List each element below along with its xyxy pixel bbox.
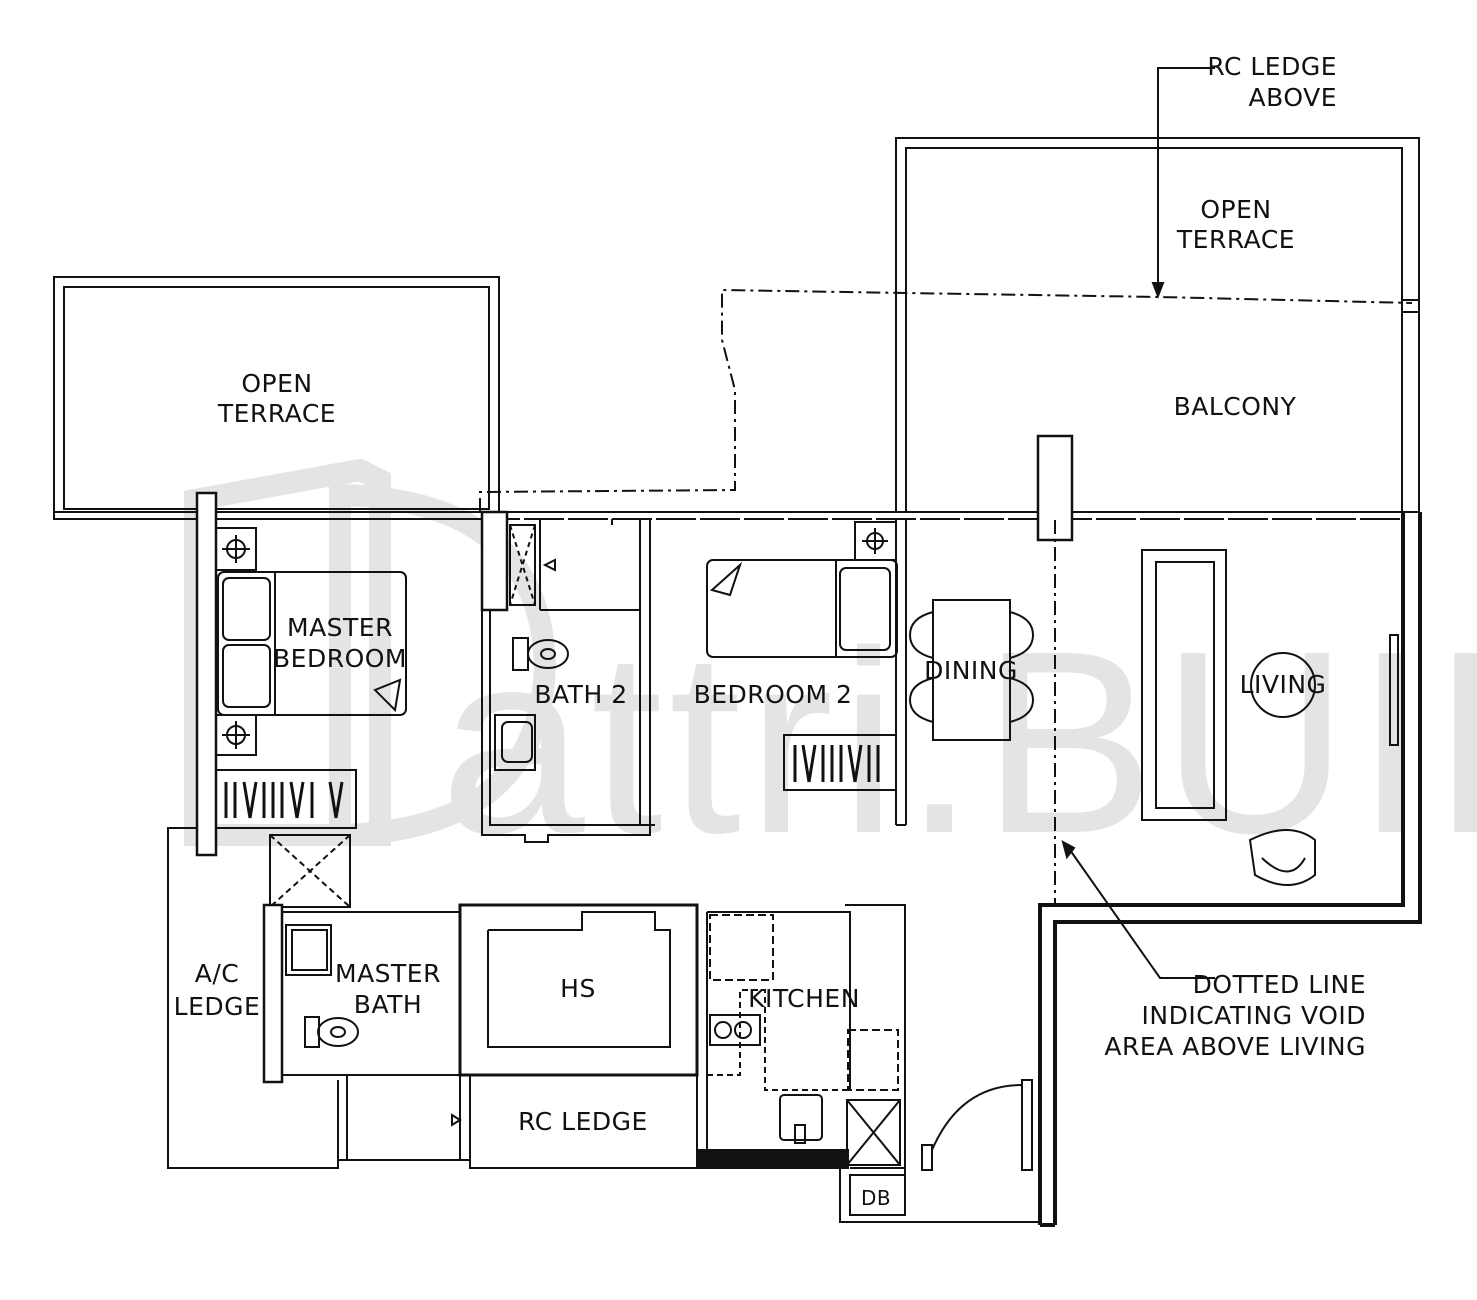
wardrobe-master [224,781,344,819]
void-line [1054,520,1215,979]
hs-label: HS [560,974,596,1003]
open-terrace-right-label-1: OPEN [1200,195,1271,224]
walls [54,434,1422,1227]
ac-ledge-label-2: LEDGE [174,992,261,1021]
open-terrace-left-label-2: TERRACE [217,399,336,428]
bath2-fixtures [494,524,569,771]
rc-ledge-leader [1151,67,1215,299]
kitchen-fixtures [709,1014,823,1144]
open-terrace-left-label-1: OPEN [241,369,312,398]
void-note-line-1: DOTTED LINE [1193,970,1366,999]
bed-2 [706,521,898,658]
master-bath-fixtures [285,924,462,1127]
open-terrace-right-label-2: TERRACE [1176,225,1295,254]
db-label: DB [861,1186,891,1210]
master-bedroom-label-2: BEDROOM [273,644,407,673]
ac-ledge-label-1: A/C [195,959,239,988]
bedroom-2-label: BEDROOM 2 [694,680,853,709]
void-note-line-3: AREA ABOVE LIVING [1104,1032,1366,1061]
living-label: LIVING [1240,670,1327,699]
balcony-label: BALCONY [1174,392,1297,421]
dining-label: DINING [924,656,1018,685]
bedside-tables-master [215,527,257,756]
sofa [1141,549,1316,886]
bath-2-label: BATH 2 [534,680,627,709]
watermark-text: attri.BUILD [440,598,1477,888]
rc-ledge-above-line [479,288,1413,512]
master-bath-label-1: MASTER [335,959,441,988]
wardrobe-bedroom-2 [783,734,897,791]
rc-ledge-above-label-1: RC LEDGE [1207,52,1337,81]
master-bedroom-label-1: MASTER [287,613,393,642]
rc-ledge-label: RC LEDGE [518,1107,648,1136]
rc-ledge-above-label-2: ABOVE [1249,83,1337,112]
dining-table [908,599,1035,741]
master-bath-label-2: BATH [354,990,422,1019]
kitchen-label: KITCHEN [748,984,860,1013]
room-labels: OPEN TERRACE OPEN TERRACE RC LEDGE ABOVE… [174,52,1366,1210]
void-note-line-2: INDICATING VOID [1142,1001,1366,1030]
watermark: attri.BUILD [184,458,1477,888]
master-bed [217,571,407,716]
